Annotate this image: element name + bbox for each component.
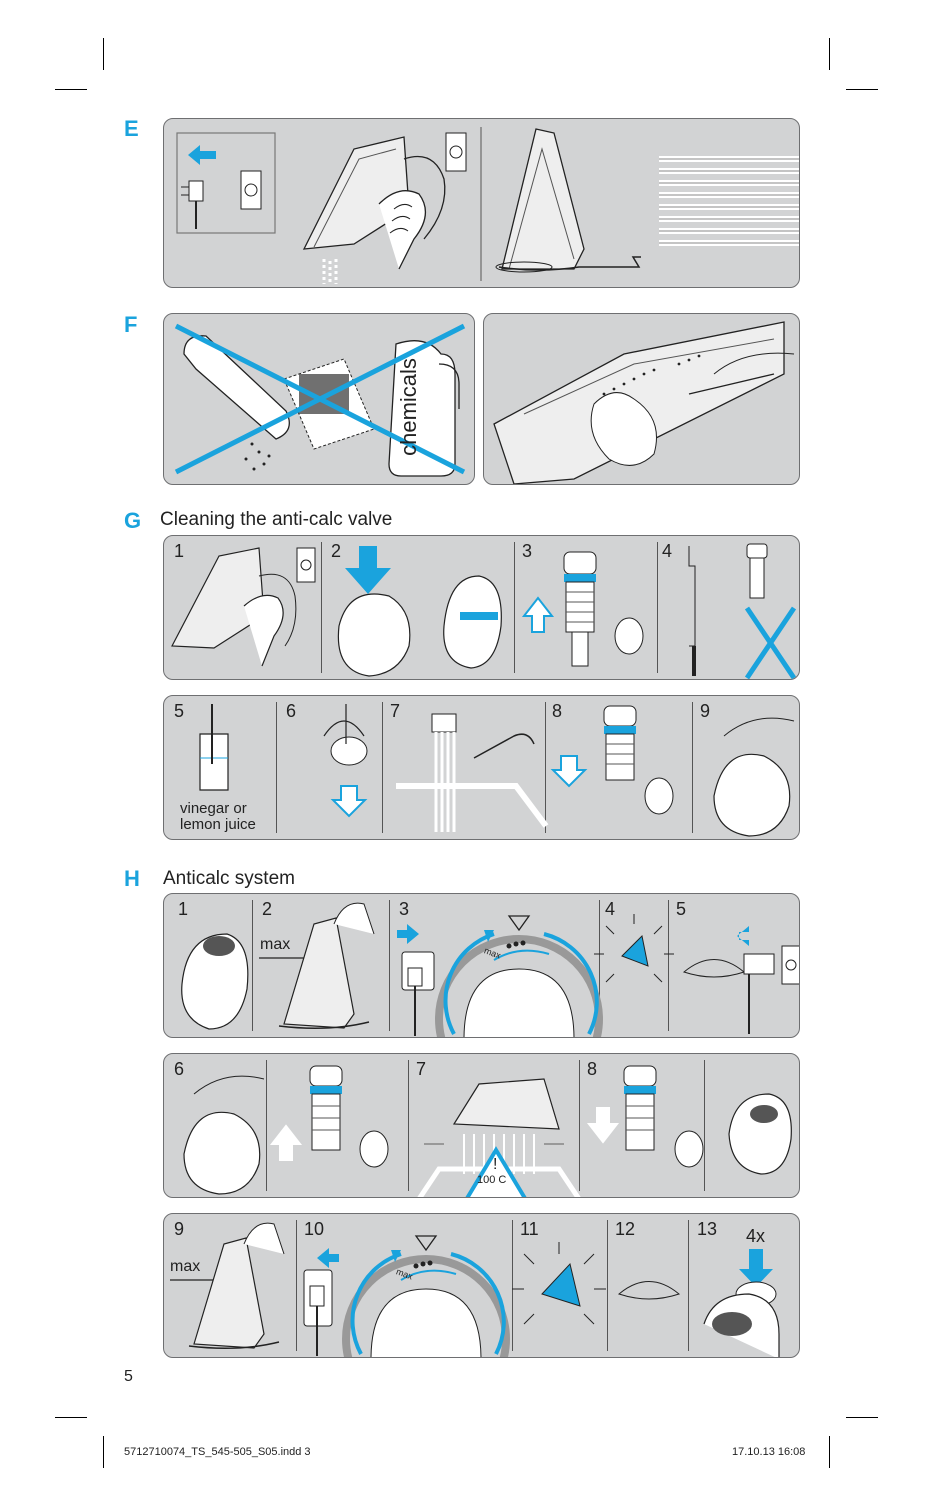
step-number: 6 xyxy=(286,701,297,721)
max-label: max xyxy=(260,936,291,953)
vinegar-label-line1: vinegar or xyxy=(180,800,247,817)
repeat-count-label: 4x xyxy=(746,1226,766,1246)
step-number: 6 xyxy=(174,1059,185,1079)
crop-mark xyxy=(103,1436,104,1468)
step-number: 8 xyxy=(552,701,563,721)
illustration-panel-f-no-chemicals: chemicals xyxy=(163,313,475,485)
illustration-panel-f-clean-soleplate xyxy=(483,313,800,485)
warning-mark: ! xyxy=(493,1156,498,1173)
anticalc-system-steps-1-5 xyxy=(181,902,799,1037)
illustration-panel-e xyxy=(163,118,800,288)
chemicals-label: chemicals xyxy=(395,358,421,456)
step-number: 2 xyxy=(331,541,342,561)
step-number: 3 xyxy=(399,899,410,919)
step-number: 13 xyxy=(697,1219,718,1239)
step-number: 5 xyxy=(174,701,185,721)
step-number: 10 xyxy=(304,1219,325,1239)
warning-temp: 100 C xyxy=(477,1174,507,1186)
no-chemicals-illustration xyxy=(174,323,466,477)
illustration-panel-h-row1: 1 2 3 4 5 max xyxy=(163,893,800,1038)
section-letter-g: G xyxy=(124,508,142,533)
crop-mark xyxy=(846,1417,878,1418)
step-number: 12 xyxy=(615,1219,636,1239)
max-label: max xyxy=(170,1258,201,1275)
illustration-panel-h-row3: 9 10 11 12 13 max 4x max xyxy=(163,1213,800,1358)
vinegar-label-line2: lemon juice xyxy=(180,816,256,833)
crop-mark xyxy=(829,38,830,70)
section-letter-f: F xyxy=(124,312,138,337)
section-letter-h: H xyxy=(124,866,140,891)
step-number: 9 xyxy=(700,701,711,721)
step-number: 2 xyxy=(262,899,273,919)
crop-mark xyxy=(55,89,87,90)
illustration-panel-g-row2: 5 6 7 8 9 vinegar or lemon juice xyxy=(163,695,800,840)
step-number: 5 xyxy=(676,899,687,919)
step-number: 7 xyxy=(390,701,401,721)
step-number: 9 xyxy=(174,1219,185,1239)
anti-calc-valve-removal-illustration xyxy=(171,543,797,679)
step-number: 1 xyxy=(178,899,189,919)
crop-mark xyxy=(846,89,878,90)
unplug-and-store-illustration xyxy=(176,127,799,284)
step-number: 4 xyxy=(605,899,616,919)
footer-timestamp: 17.10.13 16:08 xyxy=(732,1446,806,1458)
section-letter-e: E xyxy=(124,116,139,141)
step-number: 7 xyxy=(416,1059,427,1079)
crop-mark xyxy=(55,1417,87,1418)
step-number: 1 xyxy=(174,541,185,561)
valve-cleaning-illustration xyxy=(199,704,795,837)
step-number: 8 xyxy=(587,1059,598,1079)
step-number: 3 xyxy=(522,541,533,561)
crop-mark xyxy=(103,38,104,70)
section-title-g: Cleaning the anti-calc valve xyxy=(160,509,393,530)
step-number: 11 xyxy=(520,1219,539,1239)
illustration-panel-h-row2: 6 7 8 ! 100 C xyxy=(163,1053,800,1198)
illustration-panel-g-row1: 1 2 3 4 xyxy=(163,535,800,680)
step-number: 4 xyxy=(662,541,673,561)
anticalc-system-steps-6-8 xyxy=(183,1065,792,1197)
section-title-h: Anticalc system xyxy=(163,868,295,889)
anticalc-system-steps-9-13 xyxy=(170,1222,780,1357)
crop-mark xyxy=(829,1436,830,1468)
page-number: 5 xyxy=(124,1368,133,1385)
clean-soleplate-illustration xyxy=(493,321,795,484)
footer-filename: 5712710074_TS_545-505_S05.indd 3 xyxy=(124,1446,311,1458)
